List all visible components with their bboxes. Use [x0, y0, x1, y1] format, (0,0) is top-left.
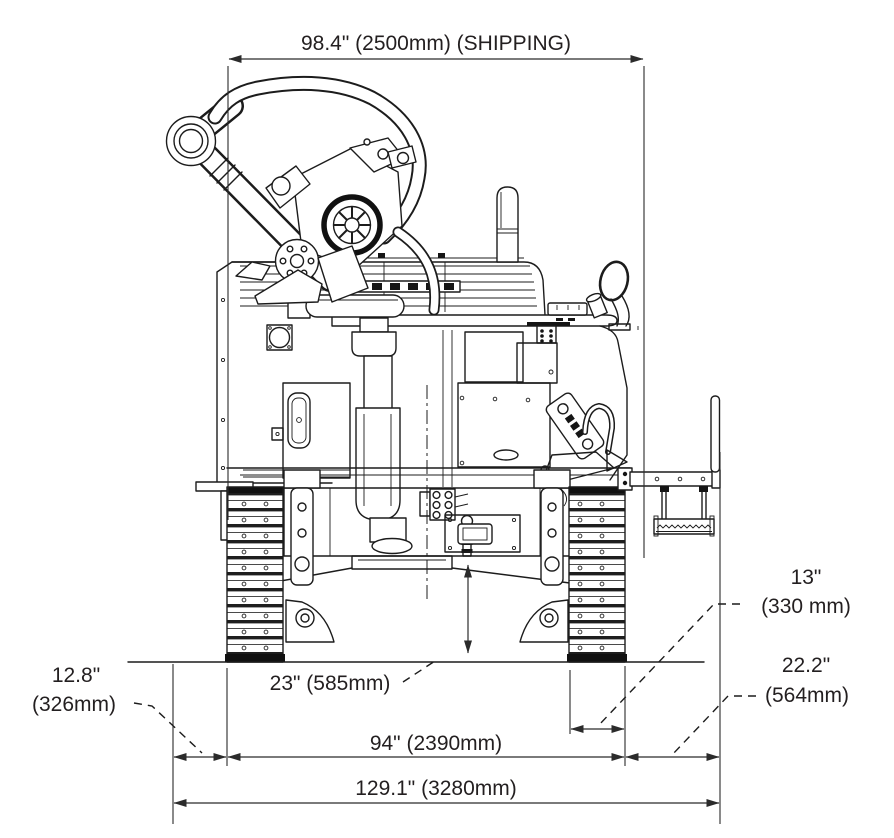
motor-fan: [321, 194, 383, 256]
right-track: [567, 486, 627, 663]
exhaust-stack: [496, 186, 519, 263]
support-arm: [629, 471, 717, 487]
dim-shipping-label: 98.4" (2500mm) (SHIPPING): [301, 32, 571, 55]
lower-mast: [351, 317, 453, 570]
deck-rail: [331, 314, 618, 344]
drill-mast-assembly: [165, 75, 474, 600]
filler-spout: [585, 292, 608, 319]
dim-13-in: 13": [791, 566, 822, 589]
mast-foot-plate: [351, 555, 453, 570]
rotary-head: [265, 137, 441, 316]
fold-step: [653, 486, 715, 537]
dim-128-mm: (326mm): [32, 693, 116, 716]
dim-shipping-width: 98.4" (2500mm) (SHIPPING): [228, 32, 644, 63]
dim-left-extension: 12.8" (326mm): [32, 664, 203, 754]
dim-overall-width: 129.1" (3280mm): [173, 777, 720, 807]
access-hatch: [444, 514, 521, 553]
toolbox: [547, 302, 588, 316]
left-tow-hook: [285, 599, 335, 643]
door-handle: [287, 392, 311, 449]
door-slot: [493, 449, 519, 461]
dim-128-in: 12.8": [52, 664, 100, 687]
machine-body: [216, 186, 639, 507]
undercarriage: [195, 467, 631, 643]
pivot-cylinder: [305, 294, 405, 318]
dim-94-label: 94" (2390mm): [370, 732, 502, 755]
dim-222-mm: (564mm): [765, 684, 849, 707]
dimension-annotations: 98.4" (2500mm) (SHIPPING) 94" (2390mm) 1…: [32, 32, 851, 824]
dim-13-mm: (330 mm): [761, 595, 851, 618]
dim-right-extension: 22.2" (564mm): [671, 654, 849, 756]
side-door: [457, 382, 551, 468]
control-console: [539, 392, 628, 507]
dim-overall-label: 129.1" (3280mm): [355, 777, 517, 800]
left-track: [225, 486, 285, 663]
dim-222-in: 22.2": [782, 654, 830, 677]
right-suspension: [533, 469, 571, 586]
mirror: [598, 260, 631, 331]
dim-23-label: 23" (585mm): [270, 672, 391, 695]
dim-track-width-row: 94" (2390mm): [173, 732, 720, 761]
right-tow-hook: [519, 599, 569, 643]
left-suspension: [283, 469, 321, 586]
hose-ring: [165, 115, 217, 167]
mast-rest: [254, 269, 323, 305]
dim-track-pad-width: 13" (330 mm): [570, 566, 851, 733]
dim-ground-clearance: 23" (585mm): [270, 564, 472, 695]
right-body-panel: [442, 325, 639, 487]
handrail-post: [710, 395, 721, 473]
vent-panel: [266, 324, 293, 351]
access-platform: [617, 395, 721, 537]
